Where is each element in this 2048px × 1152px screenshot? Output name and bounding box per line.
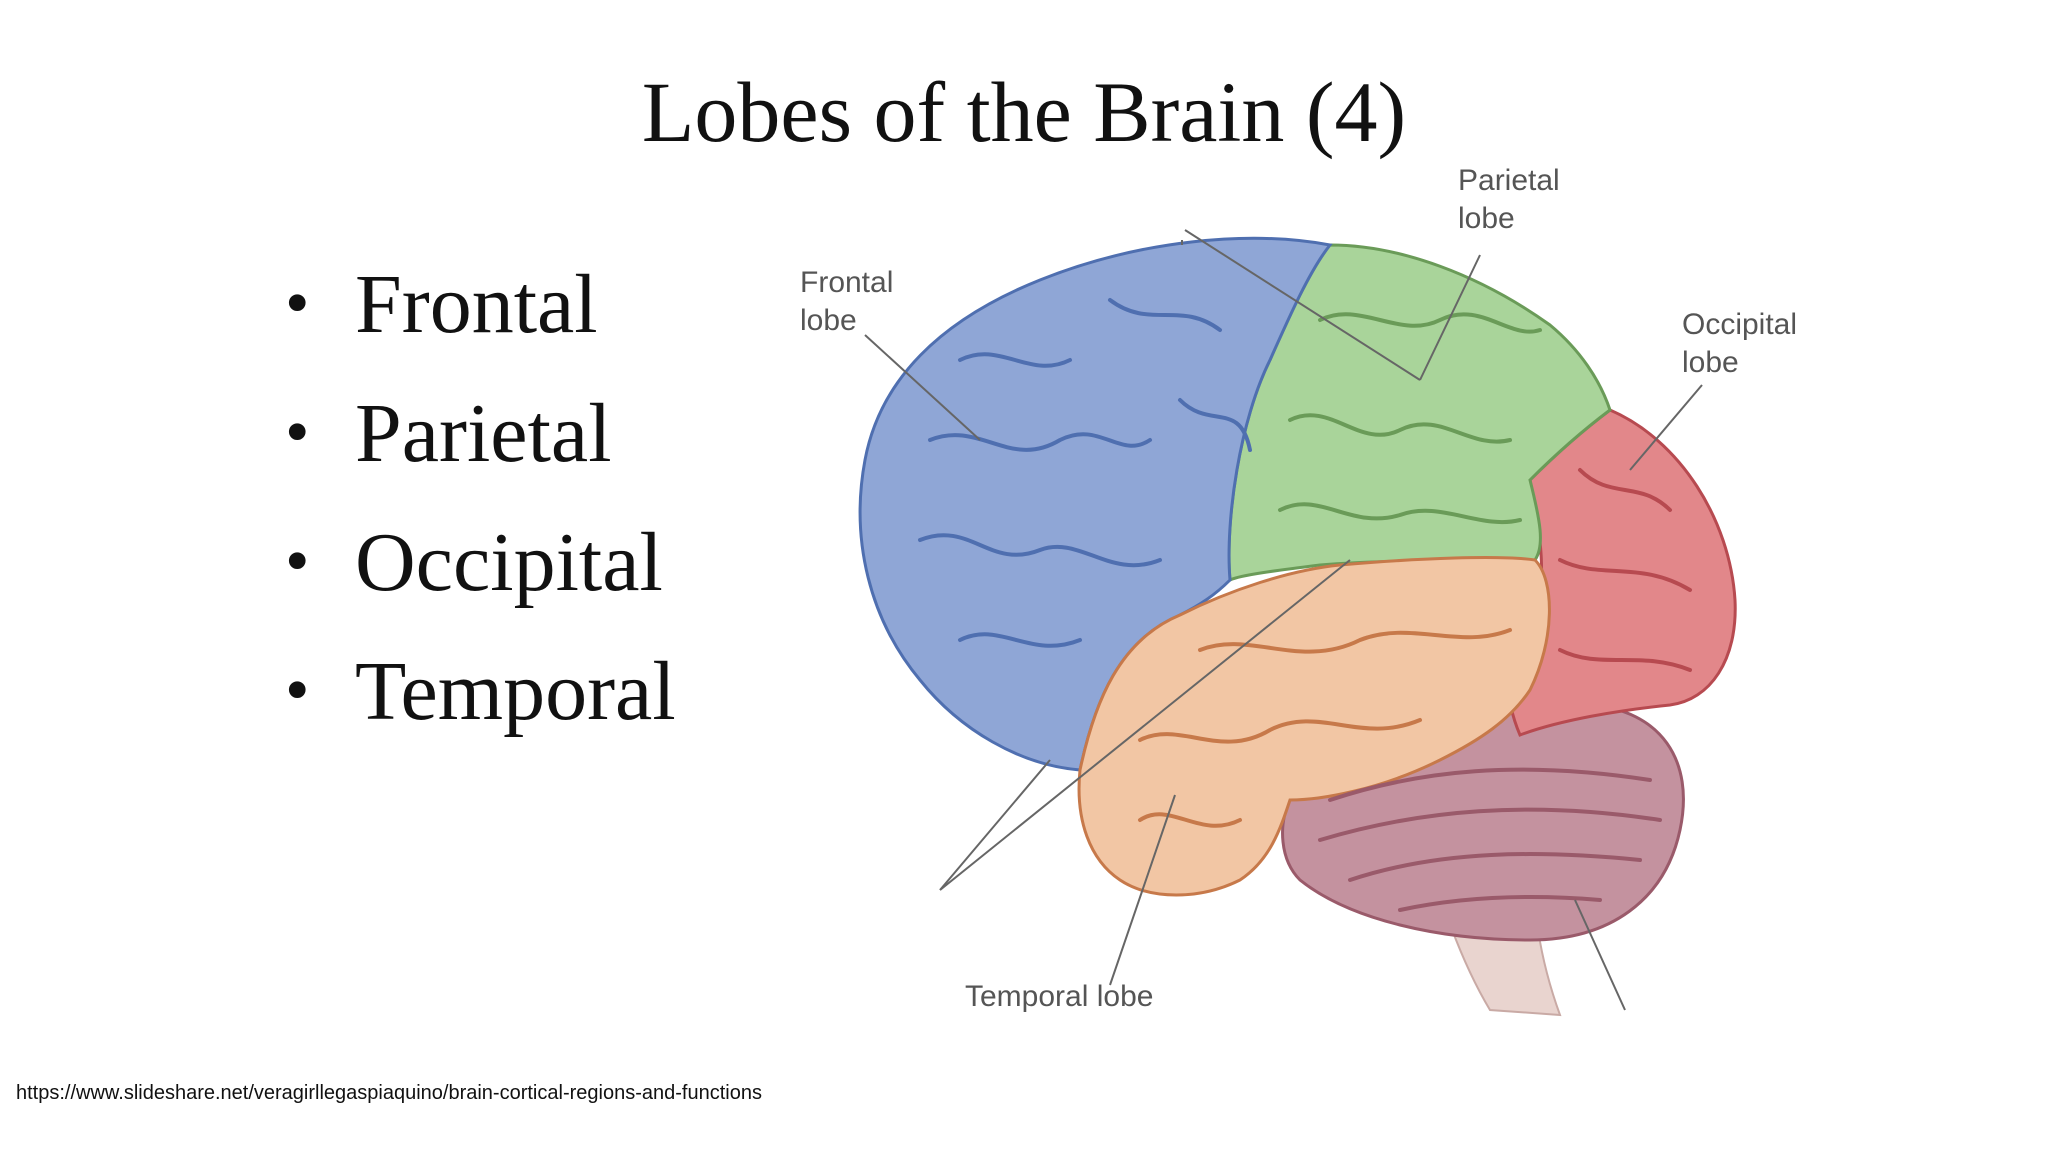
source-url: https://www.slideshare.net/veragirllegas…	[16, 1082, 762, 1104]
temporal-lobe-label: Temporal lobe	[965, 980, 1153, 1013]
list-item-label: Temporal	[355, 645, 676, 738]
slide-title: Lobes of the Brain (4)	[641, 64, 1407, 160]
list-item: • Frontal	[285, 240, 676, 369]
list-item: • Temporal	[285, 627, 676, 756]
bullet-icon: •	[285, 394, 310, 471]
leader-lines	[864, 229, 1703, 1011]
list-item-label: Parietal	[355, 387, 612, 480]
bullet-icon: •	[285, 265, 310, 342]
parietal-lobe-label: Parietal lobe	[1458, 164, 1568, 235]
occipital-lobe-label: Occipital lobe	[1682, 308, 1805, 379]
list-item-label: Occipital	[355, 516, 663, 609]
bullet-icon: •	[285, 652, 310, 729]
gyri-lines	[918, 298, 1692, 912]
list-item: • Parietal	[285, 369, 676, 498]
frontal-lobe	[858, 236, 1333, 772]
frontal-lobe-label: Frontal lobe	[800, 266, 902, 337]
list-item-label: Frontal	[355, 258, 598, 351]
bullet-icon: •	[285, 523, 310, 600]
list-item: • Occipital	[285, 498, 676, 627]
lobe-list: • Frontal • Parietal • Occipital • Temporal	[285, 240, 676, 756]
